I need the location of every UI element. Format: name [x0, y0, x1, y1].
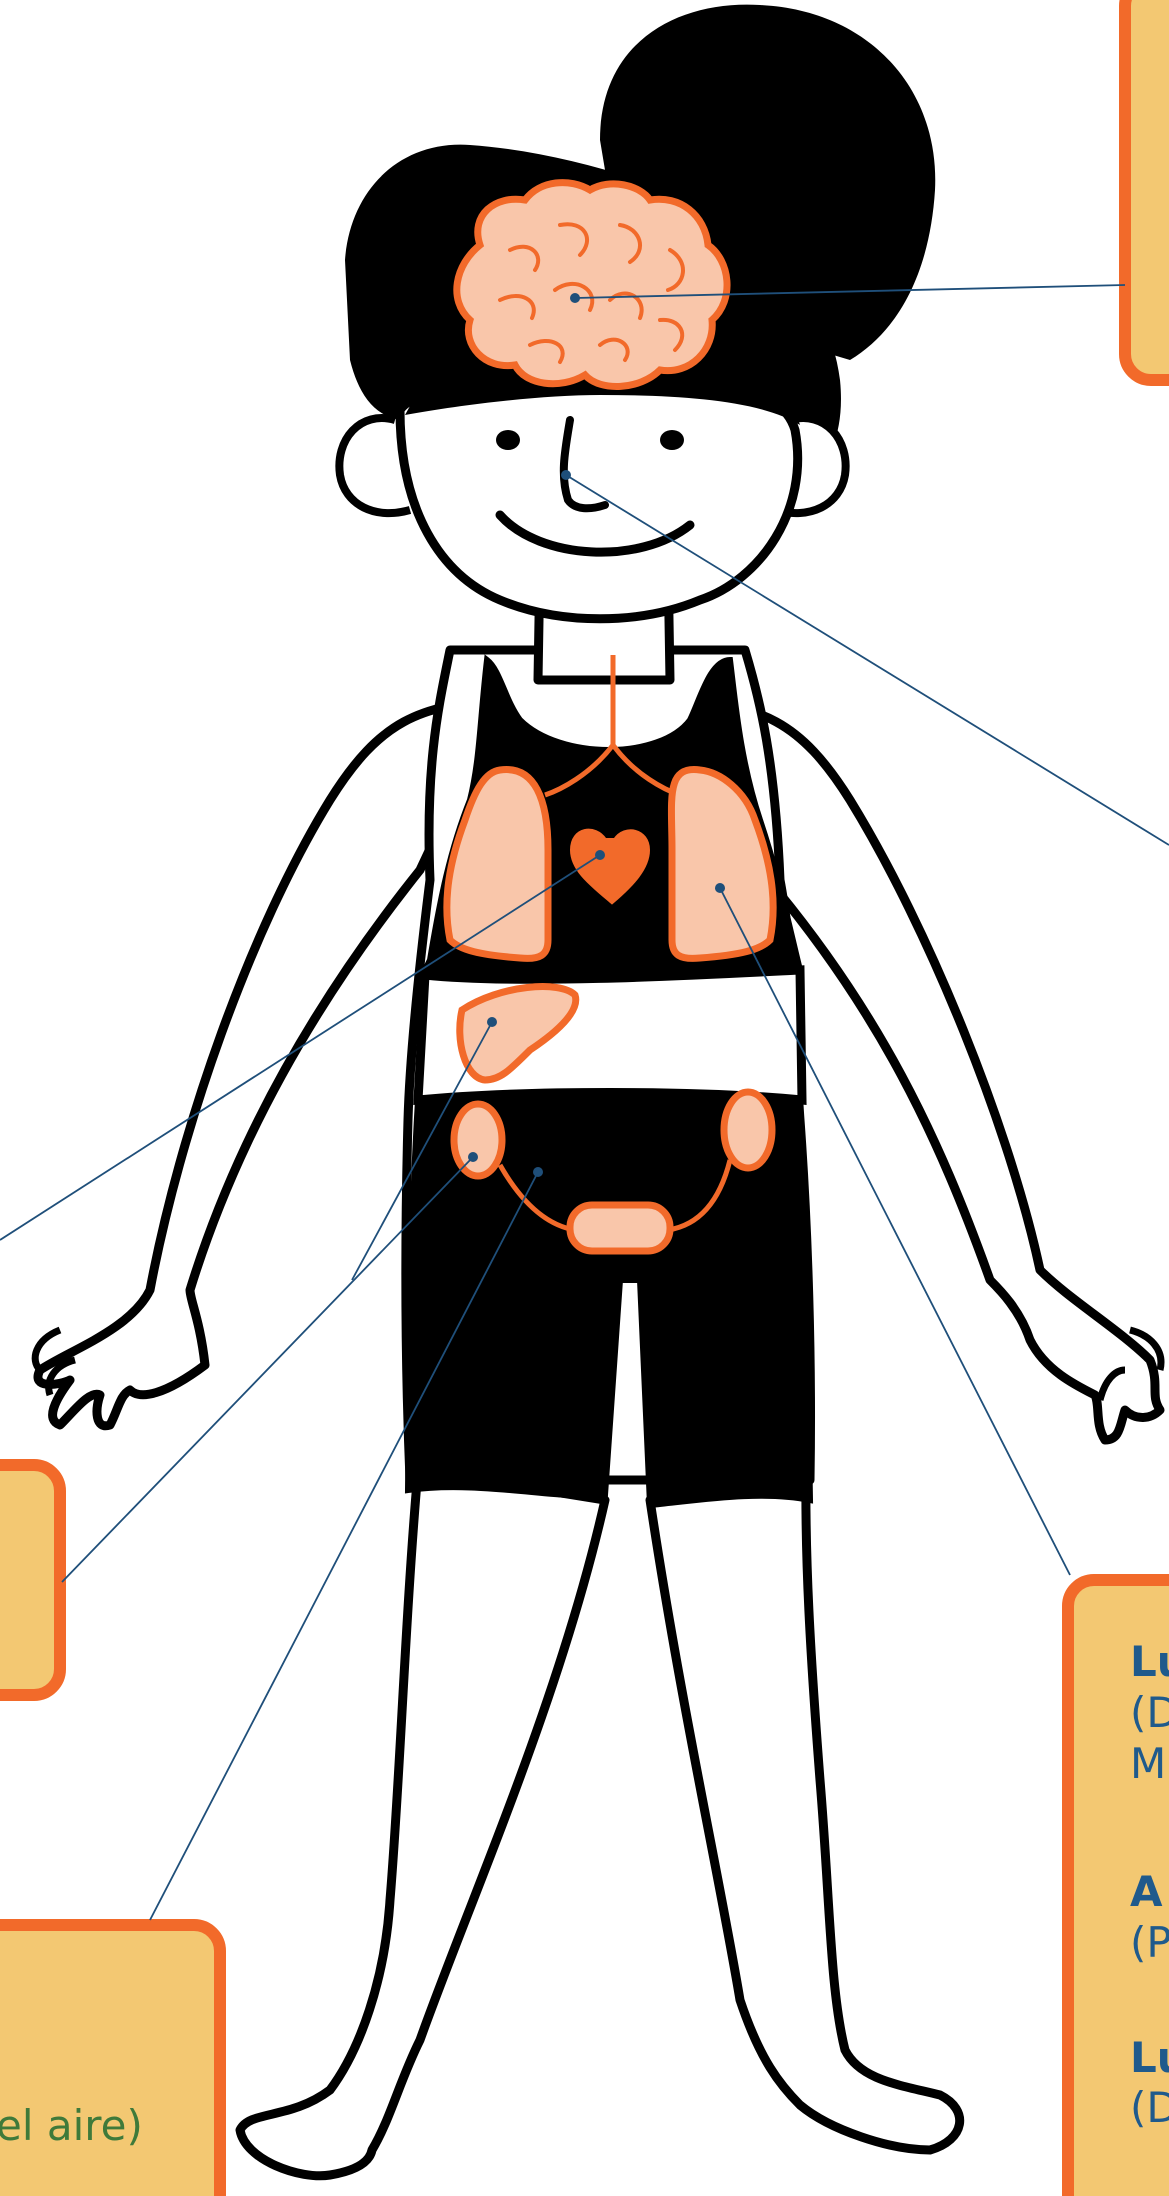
bladder — [570, 1205, 670, 1251]
dot-right-lung — [715, 883, 725, 893]
dot-brain — [570, 293, 580, 303]
dot-bladder-area — [533, 1167, 543, 1177]
label-lungs-desc-2: M — [1130, 1739, 1166, 1788]
label-lungs-desc-1: (D — [1130, 1688, 1169, 1737]
left-kidney — [454, 1104, 502, 1176]
face — [400, 383, 798, 619]
label-lu2-desc: (D — [1130, 2083, 1169, 2132]
right-leg — [650, 1470, 960, 2150]
right-kidney — [724, 1092, 772, 1168]
dot-heart — [595, 850, 605, 860]
callout-box-bottom-left — [0, 1925, 220, 2196]
left-leg — [240, 1470, 605, 2176]
label-lungs-title: Lu — [1130, 1637, 1169, 1686]
dot-kidney — [468, 1152, 478, 1162]
label-a-desc: (P — [1130, 1918, 1169, 1967]
brain — [457, 183, 727, 387]
callout-box-top-right — [1125, 0, 1169, 380]
label-air: el aire) — [0, 2101, 143, 2150]
right-eye — [660, 430, 684, 450]
label-lu2-title: Lu — [1130, 2033, 1169, 2082]
label-a-title: A — [1130, 1867, 1163, 1916]
callout-box-left-middle — [0, 1465, 60, 1695]
dot-liver — [487, 1017, 497, 1027]
left-eye — [496, 430, 520, 450]
dot-nose — [561, 470, 571, 480]
